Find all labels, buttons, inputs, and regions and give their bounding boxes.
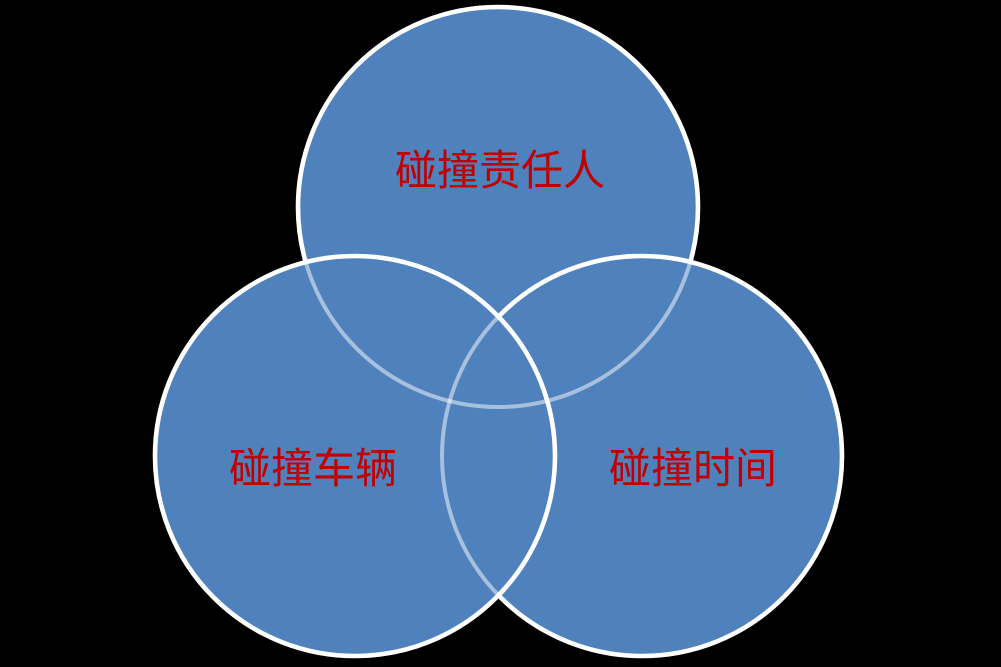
bottom-right-circle <box>442 256 842 656</box>
bottom-left-circle <box>155 256 555 656</box>
bottom-right-circle-outline <box>439 253 845 659</box>
bottom-right-circle-label: 碰撞时间 <box>608 444 778 493</box>
bottom-left-circle-label: 碰撞车辆 <box>228 444 398 493</box>
top-circle-label: 碰撞责任人 <box>394 146 606 195</box>
bottom-left-circle-outline <box>152 253 558 659</box>
top-circle-outline <box>295 4 701 410</box>
